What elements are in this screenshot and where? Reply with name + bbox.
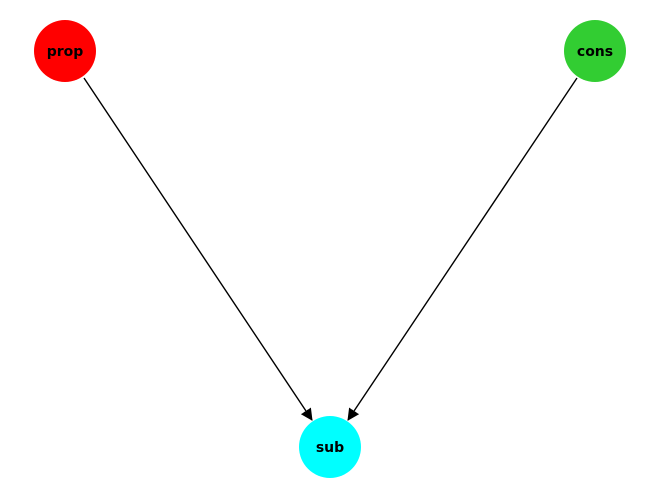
node-cons-circle	[564, 20, 626, 82]
nodes-layer: prop cons sub	[34, 20, 626, 478]
node-sub[interactable]: sub	[299, 416, 361, 478]
node-prop-label: prop	[47, 44, 84, 60]
node-cons[interactable]: cons	[564, 20, 626, 82]
edges-layer	[83, 77, 578, 421]
edge-prop-to-sub	[83, 77, 313, 421]
node-cons-label: cons	[577, 44, 613, 60]
node-prop[interactable]: prop	[34, 20, 96, 82]
node-prop-circle	[34, 20, 96, 82]
node-sub-label: sub	[316, 440, 344, 456]
edge-cons-to-sub	[347, 77, 578, 421]
node-sub-circle	[299, 416, 361, 478]
